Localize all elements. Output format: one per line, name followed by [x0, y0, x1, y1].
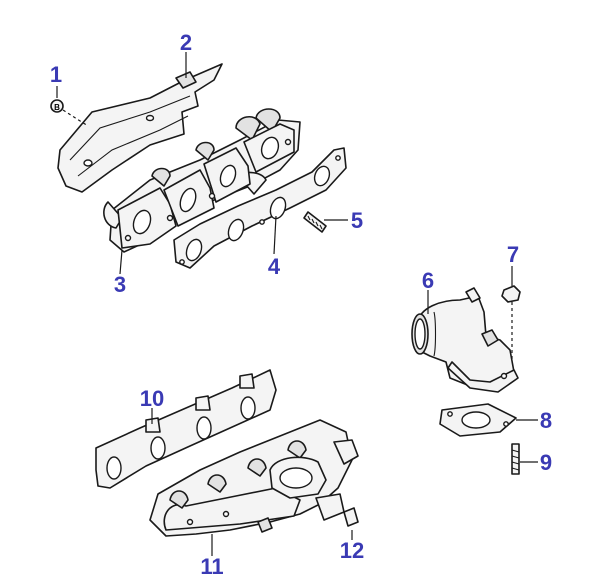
- leader-3: [119, 249, 123, 275]
- callout-6: 6: [422, 268, 434, 293]
- nut-symbol: B: [54, 103, 60, 112]
- exhaust-manifold: [103, 108, 301, 253]
- callout-12: 12: [340, 538, 364, 563]
- intake-manifold: [149, 419, 359, 537]
- intake-gasket: [95, 369, 277, 489]
- callout-2: 2: [180, 30, 192, 55]
- bolt-part-7: [501, 285, 521, 362]
- callout-10: 10: [140, 386, 164, 411]
- callout-3: 3: [114, 272, 126, 297]
- nut-part-1: B: [50, 99, 64, 113]
- callout-7: 7: [507, 242, 519, 267]
- plug-part-12: [343, 507, 359, 527]
- callout-5: 5: [351, 208, 363, 233]
- callout-1: 1: [50, 62, 62, 87]
- leader-4: [273, 215, 277, 255]
- heat-shield: [57, 63, 223, 193]
- callout-8: 8: [540, 408, 552, 433]
- callout-11: 11: [200, 554, 223, 579]
- outlet-gasket: [439, 403, 517, 437]
- callout-9: 9: [540, 450, 552, 475]
- elbow-outlet: [411, 287, 519, 393]
- stud-part-5: [303, 211, 327, 233]
- manifold-gasket: [173, 147, 347, 269]
- leader-1-dash: [62, 109, 89, 127]
- callout-4: 4: [268, 254, 281, 279]
- stud-part-9: [511, 443, 520, 475]
